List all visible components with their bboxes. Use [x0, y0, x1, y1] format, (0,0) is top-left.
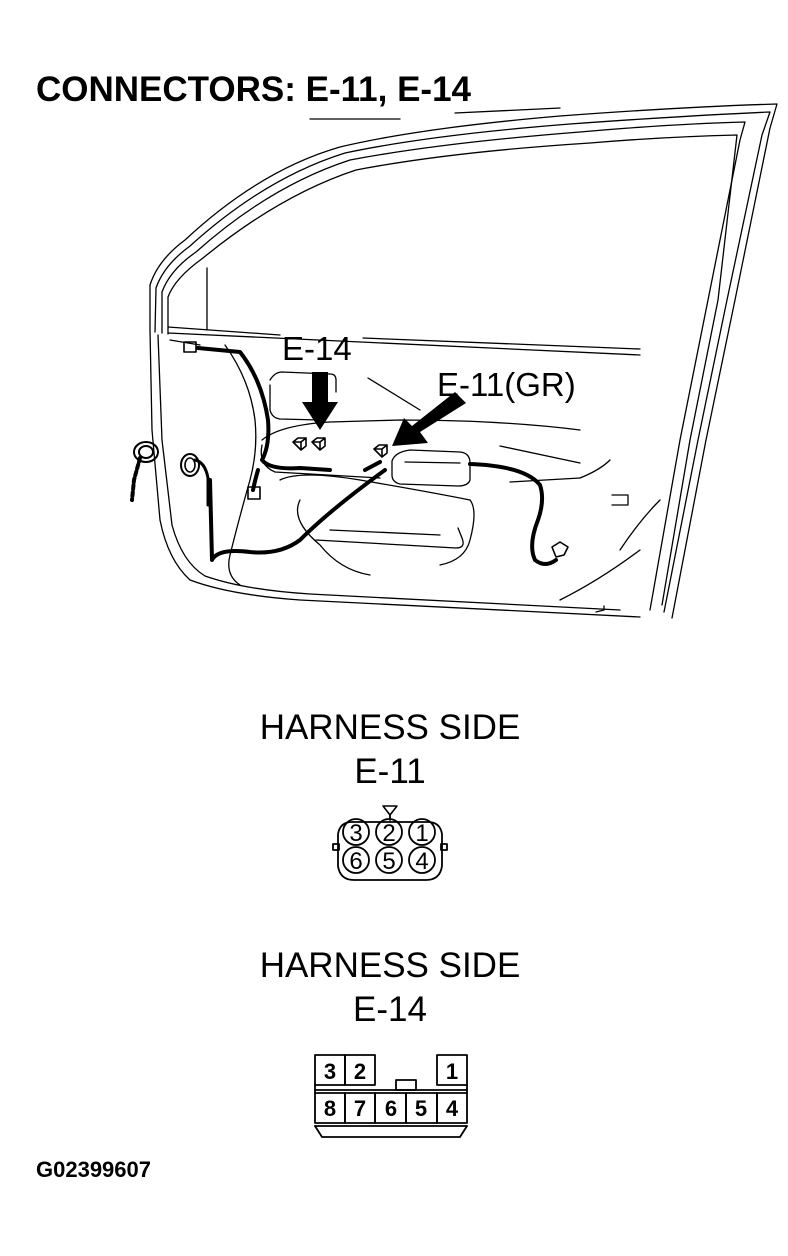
e11-harness-side-label: HARNESS SIDE — [259, 708, 521, 747]
e11-pin: 3 — [349, 820, 362, 847]
e11-connector-name: E-11 — [354, 752, 426, 791]
window-frame — [149, 103, 778, 619]
e11-pin: 2 — [382, 820, 395, 847]
e14-pin: 5 — [415, 1096, 427, 1121]
e14-pin: 8 — [324, 1096, 336, 1121]
e14-pin: 6 — [385, 1096, 397, 1121]
e14-harness-side-label: HARNESS SIDE — [259, 946, 521, 985]
page-title: CONNECTORS: E-11, E-14 — [36, 70, 472, 109]
e14-heading: HARNESS SIDE E-14 — [0, 944, 780, 1032]
e14-pin: 1 — [446, 1059, 458, 1084]
e11-pin: 5 — [382, 848, 395, 875]
arrow-icon — [302, 372, 466, 446]
e14-pin-labels: 3 2 1 8 7 6 5 4 — [324, 1059, 459, 1121]
e14-connector-name: E-14 — [353, 990, 427, 1029]
callout-e11: E-11(GR) — [437, 366, 576, 403]
wire-harness — [196, 346, 558, 566]
e11-connector-diagram — [332, 805, 448, 881]
connector-icon — [183, 341, 569, 558]
callout-e14: E-14 — [282, 330, 352, 367]
figure-id: G02399607 — [36, 1157, 151, 1182]
e14-pin: 3 — [324, 1059, 336, 1084]
e14-connector-diagram — [314, 1054, 468, 1138]
door-panel — [149, 329, 661, 618]
e11-pin: 4 — [415, 848, 428, 875]
e14-pin: 4 — [446, 1096, 459, 1121]
e14-pin: 2 — [354, 1059, 366, 1084]
e11-pin: 6 — [349, 848, 362, 875]
grommet-icon — [130, 441, 210, 507]
e11-heading: HARNESS SIDE E-11 — [0, 706, 780, 794]
e14-pin: 7 — [354, 1096, 366, 1121]
e11-pin-labels: 3 2 1 6 5 4 — [349, 820, 428, 875]
e11-pin: 1 — [415, 820, 428, 847]
